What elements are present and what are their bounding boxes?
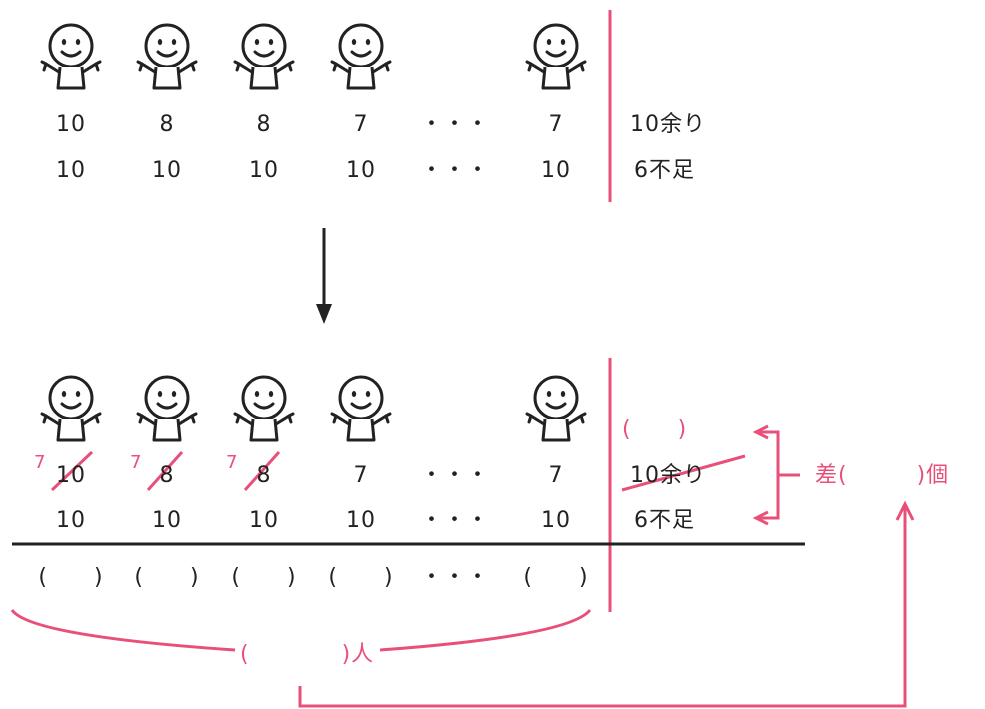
bottom-value: 8 [256, 463, 272, 488]
shortage-label: 6不足 [634, 158, 695, 183]
blank-cell: ( ) [231, 565, 297, 590]
surplus-label: 10余り [630, 463, 706, 488]
bottom-value: 10 [249, 508, 279, 533]
top-value: 7 [548, 112, 564, 137]
bottom-value: 7 [353, 463, 369, 488]
top-value: 8 [256, 112, 272, 137]
bottom-value: 8 [159, 463, 175, 488]
correction-value: 7 [226, 452, 239, 473]
blank-cell: ( ) [523, 565, 589, 590]
correction-value: 7 [34, 452, 47, 473]
bottom-value: 10 [152, 508, 182, 533]
blank-cell: ( ) [134, 565, 200, 590]
bottom-value: 10 [56, 508, 86, 533]
top-value: 10 [56, 112, 86, 137]
surplus-label: 10余り [630, 112, 706, 137]
blank-cell: ( ) [328, 565, 394, 590]
top-value: 10 [541, 158, 571, 183]
bottom-value: 10 [541, 508, 571, 533]
difference-label: 差( )個 [815, 463, 950, 488]
correction-value: 7 [130, 452, 143, 473]
up-arrow-icon [895, 500, 915, 521]
top-value: 10 [346, 158, 376, 183]
bottom-value: 10 [346, 508, 376, 533]
blank-top: ( ) [622, 417, 688, 442]
people-count-label: ( )人 [240, 642, 375, 667]
top-value: 8 [159, 112, 175, 137]
bottom-value: 7 [548, 463, 564, 488]
ellipsis: ・・・ [420, 112, 490, 137]
blank-cell: ( ) [38, 565, 104, 590]
top-value: 10 [249, 158, 279, 183]
top-value: 10 [152, 158, 182, 183]
ellipsis: ・・・ [420, 508, 490, 533]
ellipsis: ・・・ [420, 463, 490, 488]
down-arrow-icon [316, 304, 332, 324]
ellipsis: ・・・ [420, 565, 490, 590]
ellipsis: ・・・ [420, 158, 490, 183]
shortage-label: 6不足 [634, 508, 695, 533]
bottom-value: 10 [56, 463, 86, 488]
top-value: 10 [56, 158, 86, 183]
top-value: 7 [353, 112, 369, 137]
